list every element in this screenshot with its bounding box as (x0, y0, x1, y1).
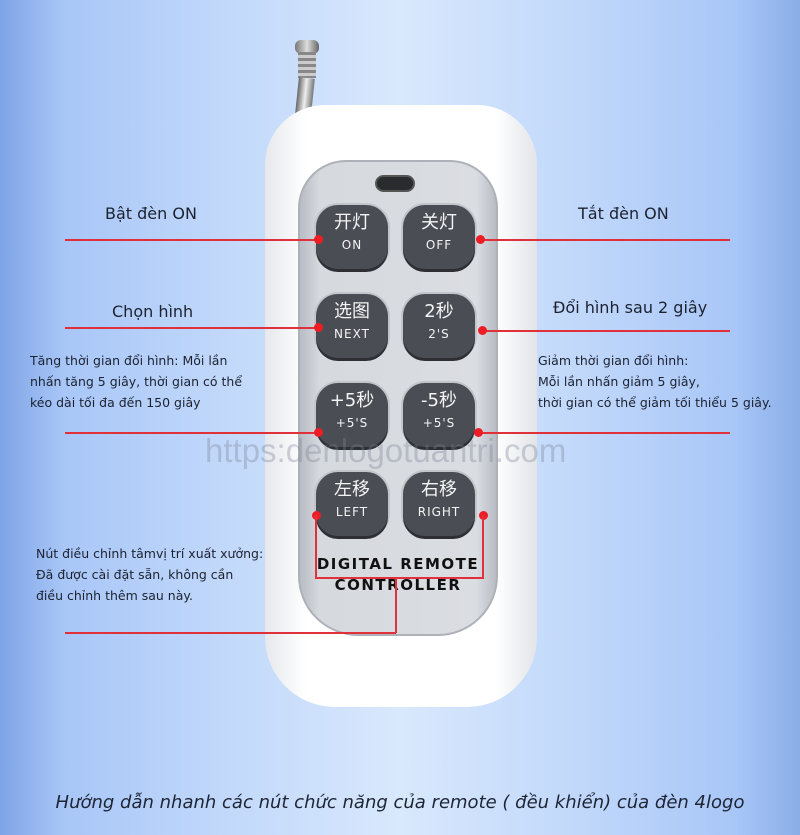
note-line: Giảm thời gian đổi hình: (538, 353, 689, 368)
callout-line-2s (482, 330, 730, 332)
callout-line-on (65, 239, 318, 241)
callout-dot (314, 235, 323, 244)
callout-line-next (65, 327, 318, 329)
callout-dot (314, 428, 323, 437)
callout-dot (478, 326, 487, 335)
button-en: LEFT (335, 505, 369, 519)
minus5-button[interactable]: -5秒 +5'S (403, 383, 475, 447)
antenna (292, 40, 322, 115)
callout-dot (314, 323, 323, 332)
note-line: Nút điều chỉnh tâmvị trí xuất xưởng: (36, 546, 264, 561)
note-line: Đã được cài đặt sẵn, không cần (36, 567, 234, 582)
button-en: 2'S (428, 327, 450, 341)
callout-dot (476, 235, 485, 244)
label-on: Bật đèn ON (105, 204, 197, 223)
watermark: https:denlogotuantri.com (205, 432, 567, 469)
button-en: OFF (425, 238, 453, 252)
note-line: điều chỉnh thêm sau này. (36, 588, 193, 603)
right-button[interactable]: 右移 RIGHT (403, 472, 475, 536)
note-line: Tăng thời gian đổi hình: Mỗi lần (30, 353, 228, 368)
button-cn: 左移 (334, 479, 370, 500)
plus5-button[interactable]: +5秒 +5'S (316, 383, 388, 447)
led-indicator (375, 175, 415, 192)
button-en: ON (341, 238, 363, 252)
brand-line-2: CONTROLLER (334, 576, 462, 594)
callout-bracket (315, 577, 484, 579)
note-line: Mỗi lần nhấn giảm 5 giây, (538, 374, 700, 389)
button-cn: 关灯 (421, 212, 457, 233)
note-minus5: Giảm thời gian đổi hình: Mỗi lần nhấn gi… (538, 350, 772, 413)
callout-bracket (315, 515, 317, 578)
button-en: NEXT (334, 327, 370, 341)
note-plus5: Tăng thời gian đổi hình: Mỗi lần nhấn tă… (30, 350, 242, 413)
next-button[interactable]: 选图 NEXT (316, 294, 388, 358)
button-en: +5'S (422, 416, 456, 430)
button-cn: 开灯 (334, 212, 370, 233)
note-line: kéo dài tối đa đến 150 giây (30, 395, 201, 410)
button-cn: 2秒 (424, 301, 454, 322)
label-next: Chọn hình (112, 302, 194, 321)
button-en: +5'S (335, 416, 369, 430)
callout-dot (312, 511, 321, 520)
note-line: thời gian có thể giảm tối thiểu 5 giây. (538, 395, 772, 410)
note-leftright: Nút điều chỉnh tâmvị trí xuất xưởng: Đã … (36, 543, 263, 606)
callout-bracket (482, 515, 484, 578)
caption: Hướng dẫn nhanh các nút chức năng của re… (55, 792, 745, 813)
button-en: RIGHT (417, 505, 461, 519)
callout-dot (474, 428, 483, 437)
callout-dot (479, 511, 488, 520)
callout-line-leftright (65, 632, 396, 634)
button-cn: +5秒 (329, 390, 375, 411)
callout-line-plus5 (65, 432, 318, 434)
button-cn: 选图 (334, 301, 370, 322)
label-off: Tắt đèn ON (578, 204, 669, 223)
callout-bracket (395, 577, 397, 633)
note-line: nhấn tăng 5 giây, thời gian có thể (30, 374, 243, 389)
left-button[interactable]: 左移 LEFT (316, 472, 388, 536)
brand-line-1: DIGITAL REMOTE (316, 555, 480, 573)
off-button[interactable]: 关灯 OFF (403, 205, 475, 269)
callout-line-minus5 (478, 432, 730, 434)
label-two-sec: Đổi hình sau 2 giây (553, 298, 708, 317)
button-cn: -5秒 (421, 390, 457, 411)
on-button[interactable]: 开灯 ON (316, 205, 388, 269)
button-cn: 右移 (421, 479, 457, 500)
callout-line-off (480, 239, 730, 241)
